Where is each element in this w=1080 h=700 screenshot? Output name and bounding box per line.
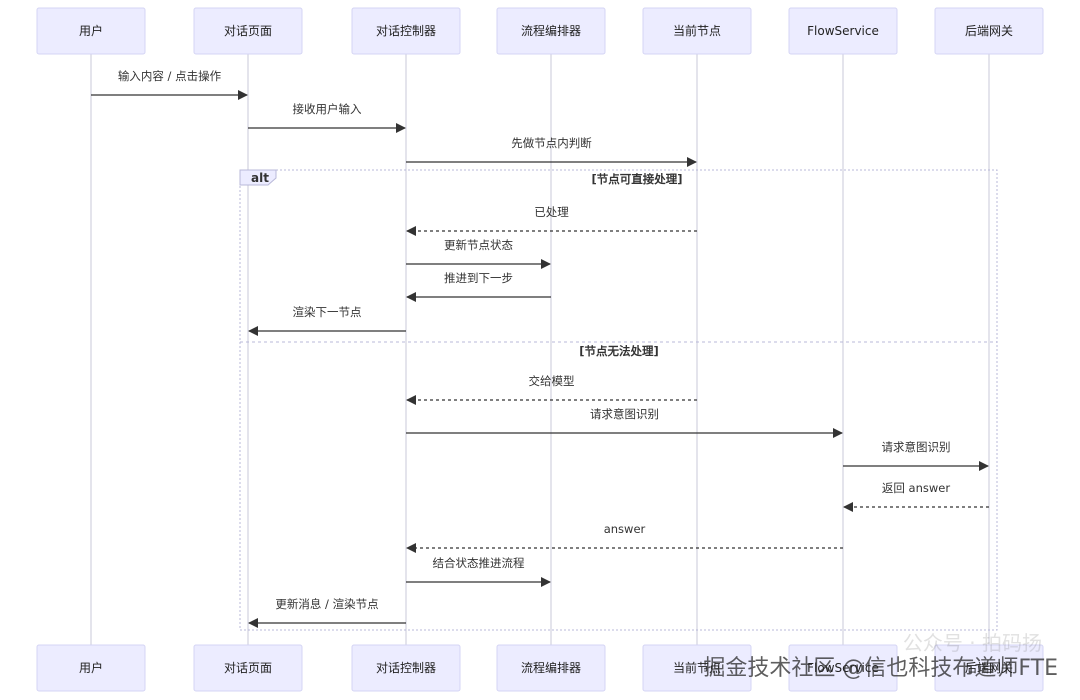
actor-bottom-2: 对话控制器 bbox=[351, 644, 461, 692]
actor-label: 对话控制器 bbox=[376, 24, 436, 38]
actor-top-5: FlowService bbox=[788, 7, 898, 55]
message-2: 先做节点内判断 bbox=[406, 136, 697, 167]
message-10: 返回 answer bbox=[843, 481, 989, 512]
actor-label: 用户 bbox=[79, 660, 103, 675]
actor-box bbox=[934, 644, 1044, 692]
actor-box bbox=[788, 644, 898, 692]
actor-box bbox=[351, 644, 461, 692]
message-9: 请求意图识别 bbox=[843, 440, 989, 471]
actor-box bbox=[642, 7, 752, 55]
actor-box bbox=[36, 644, 146, 692]
message-4: 更新节点状态 bbox=[406, 238, 551, 269]
actor-box bbox=[193, 7, 303, 55]
actor-bottom-3: 流程编排器 bbox=[496, 644, 606, 692]
actor-top-1: 对话页面 bbox=[193, 7, 303, 55]
alt-condition-2: [节点无法处理] bbox=[579, 344, 659, 358]
actor-box bbox=[788, 7, 898, 55]
message-label: 返回 answer bbox=[882, 481, 950, 495]
message-13: 更新消息 / 渲染节点 bbox=[248, 597, 406, 628]
actor-top-2: 对话控制器 bbox=[351, 7, 461, 55]
actor-label: FlowService bbox=[807, 24, 879, 38]
actor-label: 对话控制器 bbox=[376, 661, 436, 675]
actor-label: 当前节点 bbox=[673, 660, 721, 675]
actor-label: 对话页面 bbox=[224, 24, 272, 38]
message-label: 请求意图识别 bbox=[882, 440, 951, 454]
actor-box bbox=[934, 7, 1044, 55]
actor-box bbox=[496, 7, 606, 55]
message-0: 输入内容 / 点击操作 bbox=[91, 69, 248, 100]
actor-label: 后端网关 bbox=[965, 24, 1013, 38]
message-3: 已处理 bbox=[406, 205, 697, 236]
message-label: answer bbox=[604, 522, 646, 536]
actor-bottom-4: 当前节点 bbox=[642, 644, 752, 692]
message-8: 请求意图识别 bbox=[406, 407, 843, 438]
actor-label: FlowService bbox=[807, 661, 879, 675]
message-11: answer bbox=[406, 522, 843, 553]
alt-frame-tag bbox=[239, 169, 277, 186]
actor-label: 对话页面 bbox=[224, 661, 272, 675]
actor-top-3: 流程编排器 bbox=[496, 7, 606, 55]
message-label: 结合状态推进流程 bbox=[433, 556, 525, 570]
actor-box bbox=[496, 644, 606, 692]
actor-top-4: 当前节点 bbox=[642, 7, 752, 55]
message-1: 接收用户输入 bbox=[248, 102, 406, 133]
actor-label: 当前节点 bbox=[673, 23, 721, 38]
message-12: 结合状态推进流程 bbox=[406, 556, 551, 587]
alt-frame: alt [节点可直接处理] [节点无法处理] bbox=[239, 169, 998, 631]
actor-bottom-1: 对话页面 bbox=[193, 644, 303, 692]
alt-frame-label: alt bbox=[251, 171, 269, 185]
message-5: 推进到下一步 bbox=[406, 271, 551, 302]
message-label: 先做节点内判断 bbox=[511, 136, 592, 150]
actor-top-6: 后端网关 bbox=[934, 7, 1044, 55]
alt-condition-1: [节点可直接处理] bbox=[591, 172, 682, 186]
actor-box bbox=[36, 7, 146, 55]
message-label: 请求意图识别 bbox=[590, 407, 659, 421]
watermark-faint: 公众号 · 拍码扬 bbox=[902, 631, 1042, 655]
actor-top-0: 用户 bbox=[36, 7, 146, 55]
message-label: 接收用户输入 bbox=[293, 102, 362, 116]
message-6: 渲染下一节点 bbox=[248, 305, 406, 336]
actor-box bbox=[351, 7, 461, 55]
message-label: 更新节点状态 bbox=[444, 238, 513, 252]
message-label: 渲染下一节点 bbox=[293, 305, 362, 319]
actor-label: 流程编排器 bbox=[521, 660, 581, 675]
watermark: 掘金技术社区 @信也科技布道师FTE bbox=[703, 656, 1058, 681]
actor-bottom-5: FlowService bbox=[788, 644, 898, 692]
actor-bottom-0: 用户 bbox=[36, 644, 146, 692]
message-label: 更新消息 / 渲染节点 bbox=[275, 597, 378, 611]
actor-label: 用户 bbox=[79, 23, 103, 38]
message-7: 交给模型 bbox=[406, 374, 697, 405]
actor-label: 流程编排器 bbox=[521, 23, 581, 38]
message-label: 推进到下一步 bbox=[444, 271, 513, 285]
actor-box bbox=[193, 644, 303, 692]
actor-box bbox=[642, 644, 752, 692]
message-label: 输入内容 / 点击操作 bbox=[118, 69, 222, 83]
actor-label: 后端网关 bbox=[965, 661, 1013, 675]
alt-frame-border bbox=[239, 169, 998, 631]
actor-bottom-6: 后端网关 bbox=[934, 644, 1044, 692]
message-label: 交给模型 bbox=[529, 374, 575, 388]
message-label: 已处理 bbox=[534, 205, 569, 219]
